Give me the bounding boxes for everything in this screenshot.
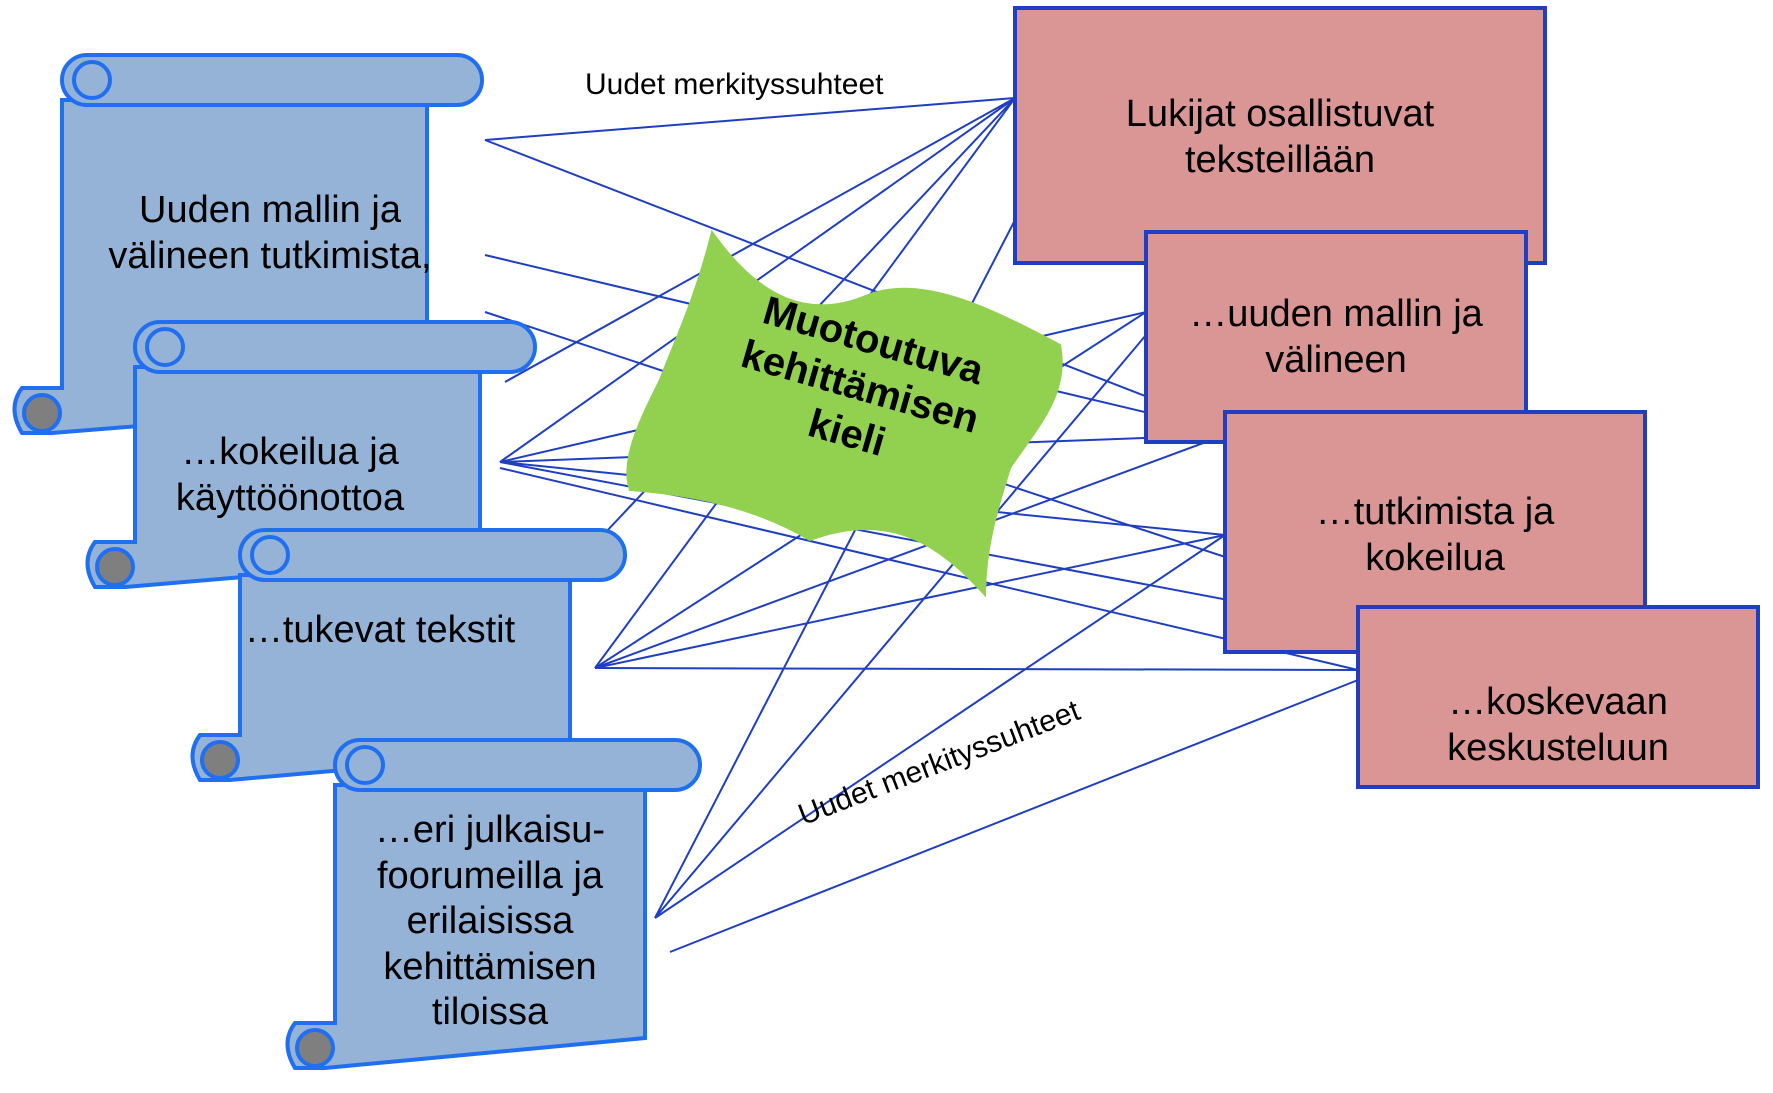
connection-line-11 xyxy=(499,467,1359,671)
scroll-2 xyxy=(85,320,537,589)
scroll-top-roll xyxy=(133,320,537,374)
relation-label-top: Uudet merkityssuhteet xyxy=(585,68,884,101)
scroll-bottom-curl xyxy=(295,1028,335,1068)
scroll-1-label: Uuden mallin ja välineen tutkimista, xyxy=(108,189,432,277)
connection-line-16 xyxy=(594,534,1226,669)
scroll-3-label: …tukevat tekstit xyxy=(244,609,516,651)
scroll-bottom-curl xyxy=(95,547,135,587)
connection-line-17 xyxy=(594,667,1359,671)
box-4 xyxy=(1356,605,1760,789)
scroll-top-roll xyxy=(333,738,702,792)
scroll-bottom-curl xyxy=(200,740,240,780)
box-2 xyxy=(1144,230,1528,444)
flag-group xyxy=(626,229,1063,598)
scroll-top-curl xyxy=(250,535,290,575)
connection-line-5 xyxy=(504,97,1016,383)
scroll-top-roll xyxy=(60,53,484,107)
connection-line-1 xyxy=(484,97,1016,141)
connection-line-2 xyxy=(484,139,1221,426)
connection-line-21 xyxy=(669,679,1359,953)
boxes-group xyxy=(1013,6,1760,789)
scroll-top-curl xyxy=(345,745,385,785)
connection-line-15 xyxy=(594,434,1226,669)
scroll-top-curl xyxy=(72,60,112,100)
scroll-3 xyxy=(190,528,627,782)
connection-line-20 xyxy=(654,534,1226,919)
scroll-bottom-curl xyxy=(22,393,62,433)
scrolls-group xyxy=(12,53,702,1070)
scroll-top-curl xyxy=(145,327,185,367)
scroll-4-label: …eri julkaisu- foorumeilla ja erilaisiss… xyxy=(374,809,606,1034)
scroll-body xyxy=(285,783,647,1070)
box-3-label: …tutkimista ja kokeilua xyxy=(1315,491,1555,579)
flag-shape xyxy=(626,229,1063,598)
scroll-4 xyxy=(285,738,702,1070)
connection-line-19 xyxy=(654,334,1147,919)
connection-line-6 xyxy=(499,97,1016,463)
box-4-label: …koskevaan keskusteluun xyxy=(1447,681,1669,769)
box-2-label: …uuden mallin ja välineen xyxy=(1189,293,1483,381)
scroll-2-label: …kokeilua ja käyttöönottoa xyxy=(175,431,405,519)
box-1 xyxy=(1013,6,1547,265)
scroll-top-roll xyxy=(238,528,627,582)
box-1-label: Lukijat osallistuvat teksteillään xyxy=(1125,93,1435,181)
